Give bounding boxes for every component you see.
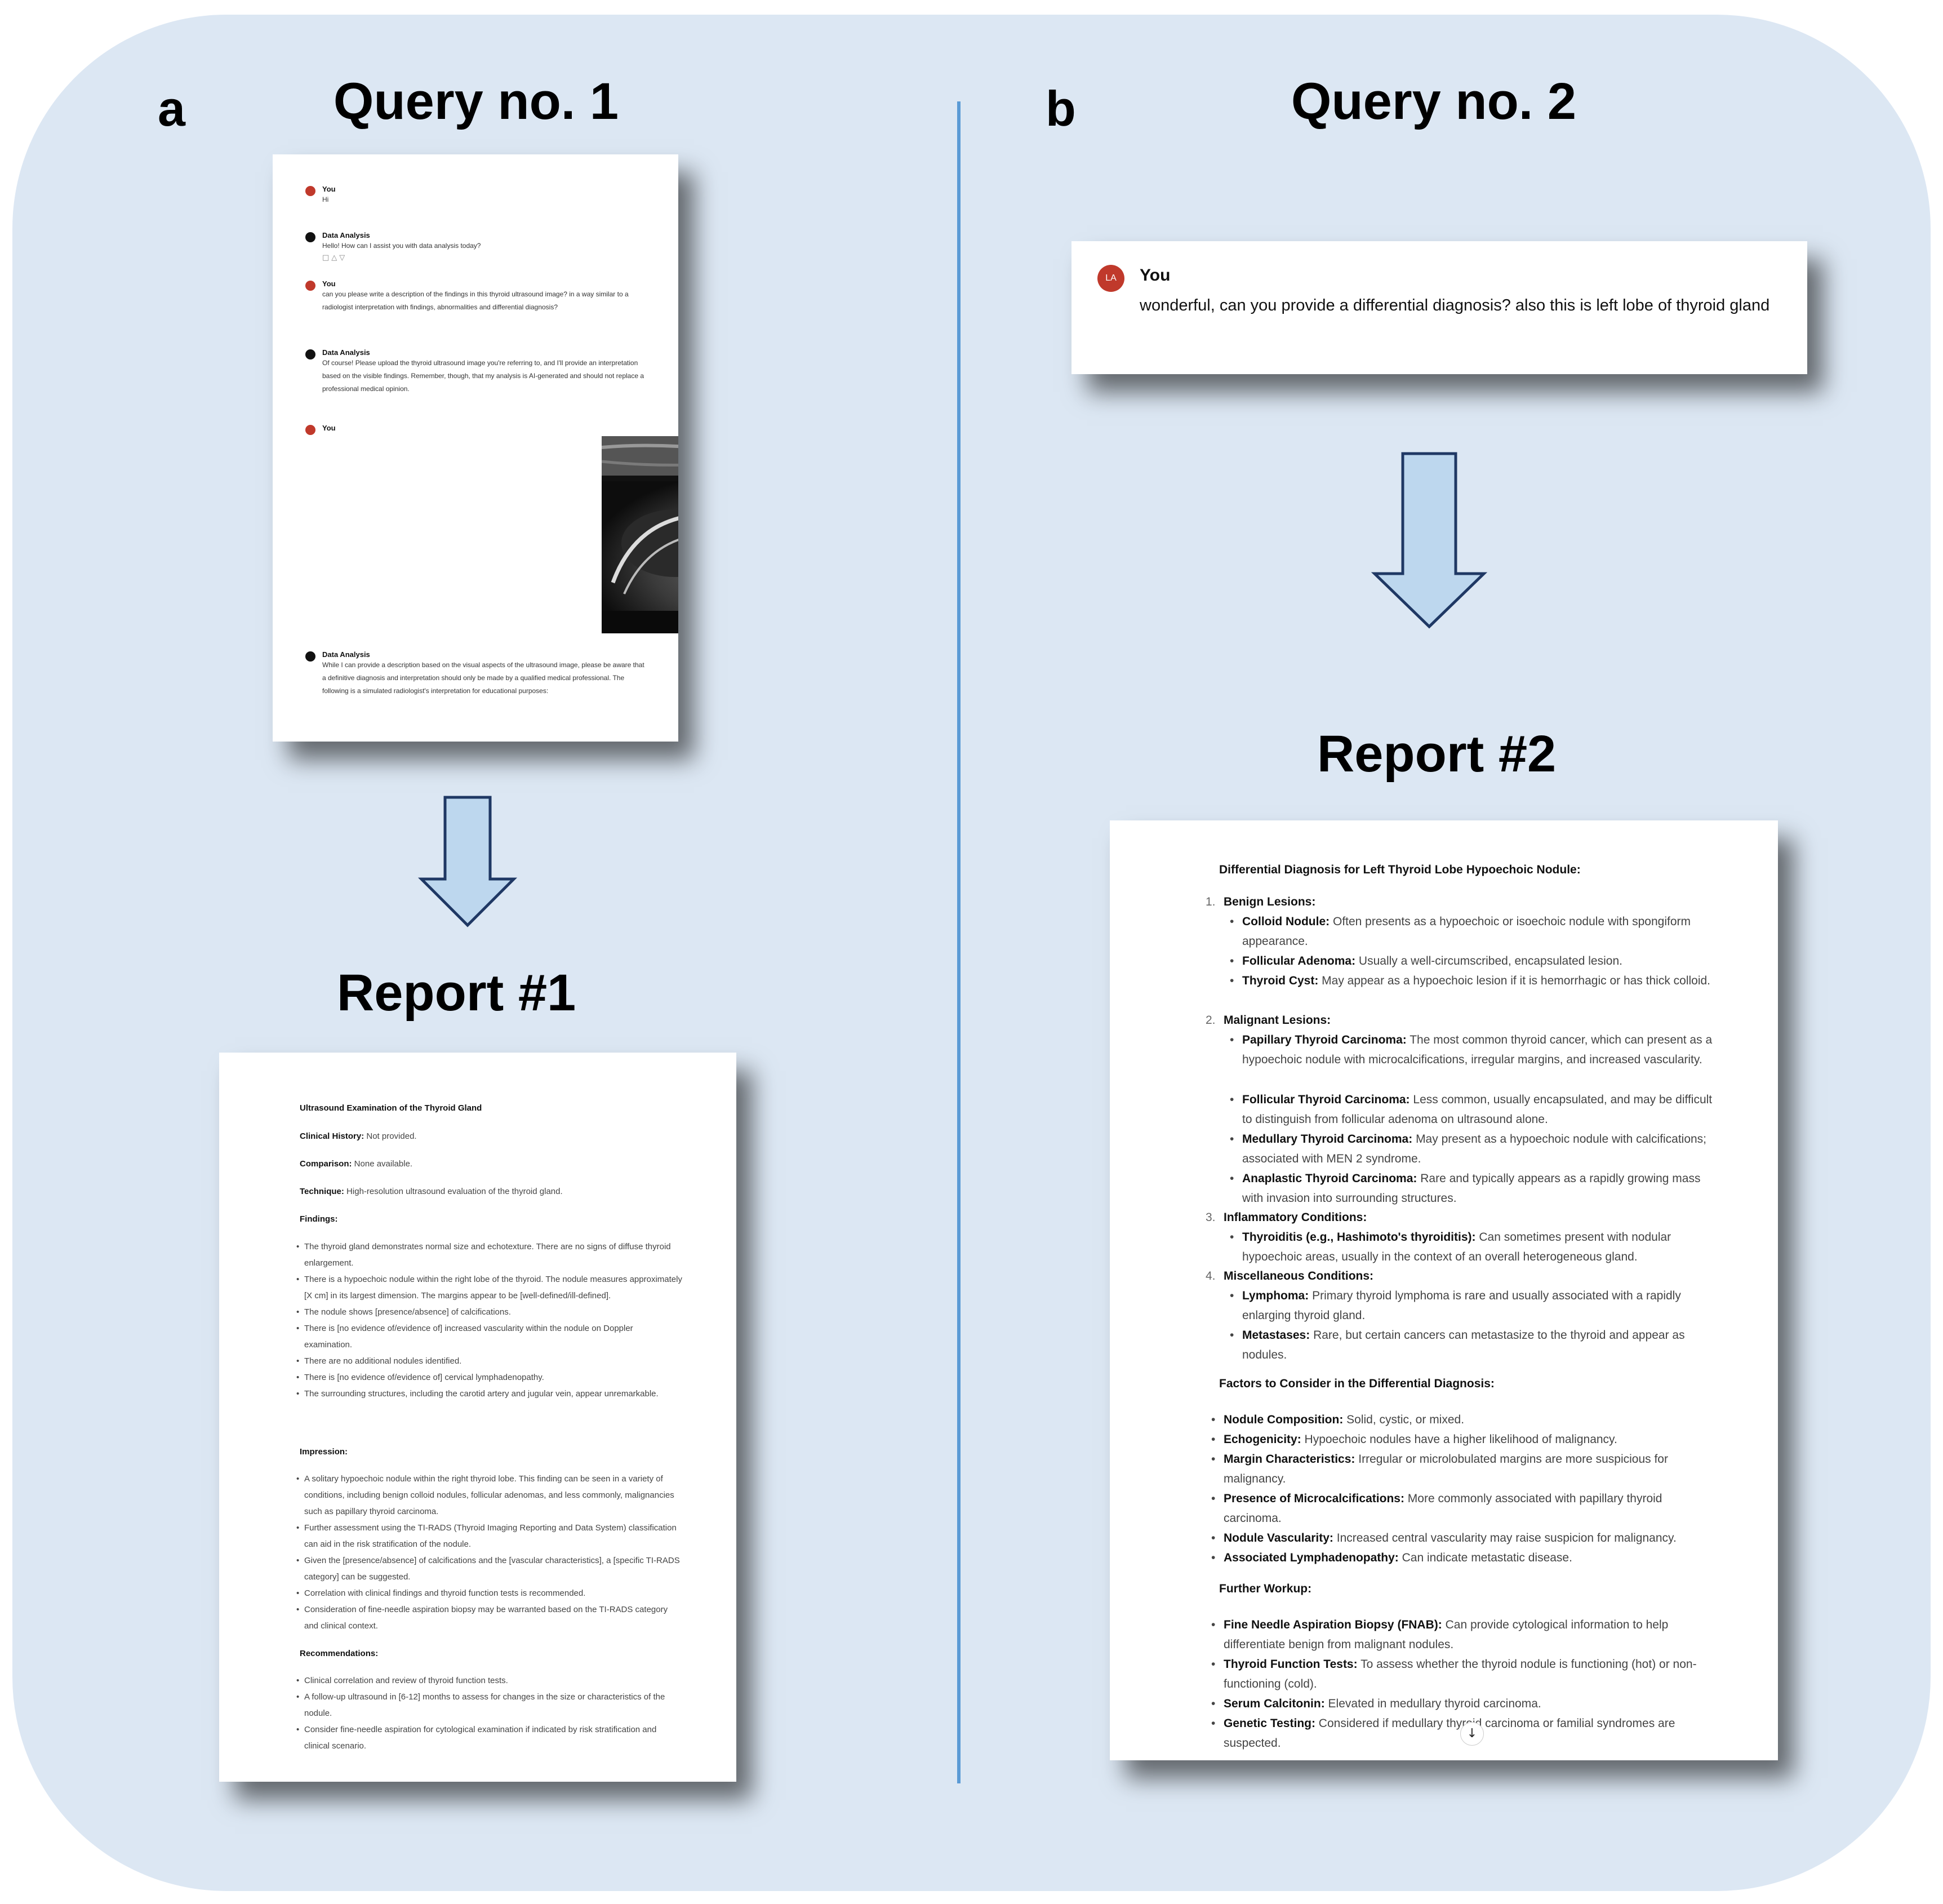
user-avatar: [305, 186, 315, 196]
findings-list: The thyroid gland demonstrates normal si…: [296, 1239, 683, 1402]
report-2-card: Differential Diagnosis for Left Thyroid …: [1110, 820, 1778, 1760]
category-heading: Benign Lesions:: [1224, 895, 1316, 908]
list-item: A solitary hypoechoic nodule within the …: [296, 1471, 683, 1520]
chat-text: Hi: [322, 196, 329, 203]
list-item: Correlation with clinical findings and t…: [296, 1585, 683, 1601]
user-avatar: [305, 281, 315, 291]
arrow-down-icon: ↓: [1466, 1727, 1478, 1741]
category-number: 1.: [1206, 895, 1216, 908]
list-item: Thyroid Cyst: May appear as a hypoechoic…: [1230, 971, 1721, 991]
list-item: Fine Needle Aspiration Biopsy (FNAB): Ca…: [1211, 1615, 1719, 1654]
user-avatar: LA: [1097, 265, 1124, 292]
report-2-heading: Report #2: [1317, 725, 1557, 783]
list-item: Consider fine-needle aspiration for cyto…: [296, 1721, 683, 1754]
report-title: Ultrasound Examination of the Thyroid Gl…: [300, 1103, 482, 1113]
chat-message: Data Analysis Hello! How can I assist yo…: [305, 231, 644, 262]
chat-message: You Hi: [305, 185, 644, 206]
list-item: Associated Lymphadenopathy: Can indicate…: [1211, 1548, 1719, 1568]
chat-sender: You: [1140, 266, 1171, 285]
query-2-heading: Query no. 2: [1291, 73, 1577, 130]
list-item: Given the [presence/absence] of calcific…: [296, 1552, 683, 1585]
list-item: Nodule Vascularity: Increased central va…: [1211, 1528, 1719, 1548]
chat-text: can you please write a description of th…: [322, 290, 629, 311]
scroll-down-button[interactable]: ↓: [1460, 1722, 1484, 1746]
chat-message: Data Analysis While I can provide a desc…: [305, 650, 644, 698]
list-item: Further assessment using the TI-RADS (Th…: [296, 1520, 683, 1552]
chat-text: Of course! Please upload the thyroid ult…: [322, 359, 644, 393]
chat-sender: You: [322, 424, 336, 432]
list-item: Clinical correlation and review of thyro…: [296, 1672, 683, 1689]
comparison: Comparison: None available.: [300, 1159, 413, 1169]
list-item: Papillary Thyroid Carcinoma: The most co…: [1230, 1030, 1721, 1069]
chat-sender: You: [322, 279, 336, 288]
panel-b-letter: b: [1046, 81, 1076, 136]
list-item: Metastases: Rare, but certain cancers ca…: [1230, 1325, 1721, 1365]
chat-sender: Data Analysis: [322, 231, 370, 239]
list-item: There is [no evidence of/evidence of] in…: [296, 1320, 683, 1353]
chat-text: wonderful, can you provide a differentia…: [1140, 296, 1770, 314]
recommendations-heading: Recommendations:: [300, 1649, 379, 1658]
down-arrow-icon: [417, 796, 518, 927]
list-item: Follicular Adenoma: Usually a well-circu…: [1230, 951, 1721, 971]
list-item: A follow-up ultrasound in [6-12] months …: [296, 1689, 683, 1721]
assistant-avatar: [305, 651, 315, 662]
category-number: 4.: [1206, 1270, 1216, 1282]
list-item: Colloid Nodule: Often presents as a hypo…: [1230, 912, 1721, 951]
category-number: 2.: [1206, 1014, 1216, 1027]
clinical-history: Clinical History: Not provided.: [300, 1131, 417, 1141]
findings-heading: Findings:: [300, 1214, 338, 1224]
list-item: Margin Characteristics: Irregular or mic…: [1211, 1449, 1719, 1489]
assistant-avatar: [305, 232, 315, 242]
factors-heading: Factors to Consider in the Differential …: [1219, 1377, 1495, 1390]
list-item: Serum Calcitonin: Elevated in medullary …: [1211, 1694, 1719, 1714]
recommendations-list: Clinical correlation and review of thyro…: [296, 1672, 683, 1754]
category-number: 3.: [1206, 1211, 1216, 1224]
query-2-card: LA You wonderful, can you provide a diff…: [1071, 241, 1807, 374]
chat-message: Data Analysis Of course! Please upload t…: [305, 348, 644, 396]
list-item: Echogenicity: Hypoechoic nodules have a …: [1211, 1430, 1719, 1449]
chat-screenshot-card: You Hi Data Analysis Hello! How can I as…: [273, 154, 678, 742]
category-heading: Malignant Lesions:: [1224, 1014, 1331, 1027]
impression-list: A solitary hypoechoic nodule within the …: [296, 1471, 683, 1634]
list-item: The surrounding structures, including th…: [296, 1386, 683, 1402]
user-avatar: [305, 425, 315, 435]
category-heading: Miscellaneous Conditions:: [1224, 1270, 1374, 1282]
list-item: Thyroiditis (e.g., Hashimoto's thyroidit…: [1230, 1227, 1721, 1267]
list-item: Medullary Thyroid Carcinoma: May present…: [1230, 1129, 1721, 1169]
chat-message: You can you please write a description o…: [305, 279, 644, 314]
list-item: Follicular Thyroid Carcinoma: Less commo…: [1230, 1090, 1721, 1129]
list-item: Consideration of fine-needle aspiration …: [296, 1601, 683, 1634]
chat-sender: Data Analysis: [322, 650, 370, 659]
report-title: Differential Diagnosis for Left Thyroid …: [1219, 863, 1581, 876]
chat-message: You: [305, 424, 644, 435]
list-item: The nodule shows [presence/absence] of c…: [296, 1304, 683, 1320]
list-item: The thyroid gland demonstrates normal si…: [296, 1239, 683, 1271]
impression-heading: Impression:: [300, 1447, 348, 1457]
list-item: There is a hypoechoic nodule within the …: [296, 1271, 683, 1304]
workup-heading: Further Workup:: [1219, 1582, 1312, 1595]
chat-text: While I can provide a description based …: [322, 661, 644, 695]
category-heading: Inflammatory Conditions:: [1224, 1211, 1367, 1224]
assistant-avatar: [305, 349, 315, 360]
panel-divider: [957, 101, 961, 1783]
feedback-icons[interactable]: □△▽: [322, 254, 348, 262]
list-item: Lymphoma: Primary thyroid lymphoma is ra…: [1230, 1286, 1721, 1325]
list-item: Anaplastic Thyroid Carcinoma: Rare and t…: [1230, 1169, 1721, 1208]
list-item: Nodule Composition: Solid, cystic, or mi…: [1211, 1410, 1719, 1430]
ultrasound-image: [602, 436, 678, 633]
report-1-heading: Report #1: [336, 964, 576, 1022]
list-item: There are no additional nodules identifi…: [296, 1353, 683, 1369]
list-item: Genetic Testing: Considered if medullary…: [1211, 1714, 1719, 1753]
chat-text: Hello! How can I assist you with data an…: [322, 242, 481, 250]
technique: Technique: High-resolution ultrasound ev…: [300, 1187, 563, 1196]
panel-a-letter: a: [158, 81, 185, 136]
list-item: There is [no evidence of/evidence of] ce…: [296, 1369, 683, 1386]
list-item: Thyroid Function Tests: To assess whethe…: [1211, 1654, 1719, 1694]
report-1-card: Ultrasound Examination of the Thyroid Gl…: [219, 1053, 736, 1782]
chat-sender: You: [322, 185, 336, 193]
chat-sender: Data Analysis: [322, 348, 370, 357]
down-arrow-icon: [1371, 452, 1488, 629]
list-item: Presence of Microcalcifications: More co…: [1211, 1489, 1719, 1528]
query-1-heading: Query no. 1: [333, 73, 619, 130]
